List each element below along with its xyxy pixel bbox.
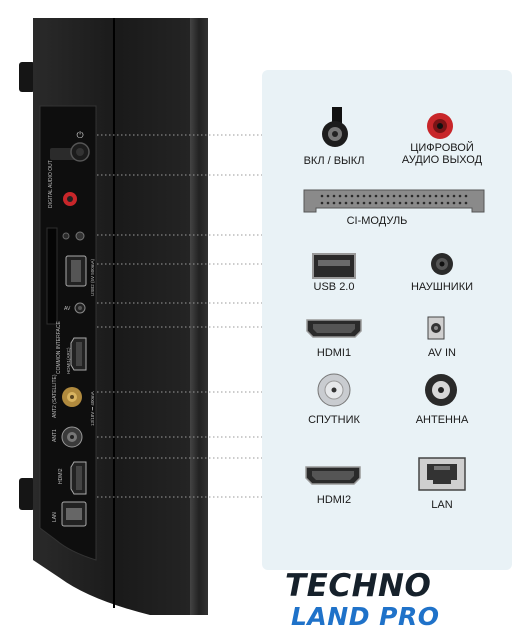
panel-label-hdmi2: HDMI2	[58, 468, 64, 484]
logo-line-1: TECHNO	[285, 568, 432, 604]
label-antenna: АНТЕННА	[415, 414, 469, 426]
logo-line-2: LAND PRO	[291, 602, 440, 631]
label-ci-module: CI-МОДУЛЬ	[346, 215, 408, 227]
panel-label-lan: LAN	[52, 512, 58, 522]
hdmi2-port-icon	[70, 461, 87, 495]
brand-logo: TECHNO LAND PRO	[285, 568, 505, 632]
ci-slot-icon	[46, 227, 58, 325]
hdmi2-connector-icon	[305, 466, 361, 485]
headphone-jack-icon	[62, 231, 85, 241]
satellite-connector-icon	[317, 373, 351, 407]
label-satellite: СПУТНИК	[308, 414, 360, 426]
hdmi1-port-icon	[70, 337, 87, 371]
ci-module-connector-icon	[303, 189, 485, 213]
label-headphones: НАУШНИКИ	[410, 281, 474, 293]
panel-label-ant1: ANT1	[52, 429, 58, 442]
power-button-icon: ⏻	[50, 130, 90, 162]
usb-port-icon	[65, 255, 87, 287]
usb-connector-icon	[312, 253, 356, 279]
label-hdmi2: HDMI2	[316, 494, 352, 506]
headphones-connector-icon	[431, 253, 453, 275]
satellite-port-icon	[62, 387, 82, 407]
label-digital-audio: ЦИФРОВОЙ АУДИО ВЫХОД	[401, 142, 483, 166]
side-clip-top	[19, 62, 35, 92]
panel-label-ant2-spec: 13/18V ⎓ 400mA	[90, 391, 95, 426]
tv-bezel-edge	[190, 18, 208, 615]
lan-connector-icon	[418, 457, 466, 491]
panel-label-common-interface: COMMON INTERFACE	[56, 321, 62, 374]
lan-port-icon	[61, 501, 87, 527]
antenna-connector-icon	[425, 374, 457, 406]
port-panel	[39, 105, 97, 561]
hdmi1-connector-icon	[306, 319, 362, 338]
av-jack-icon	[74, 302, 86, 314]
side-clip-bottom	[19, 478, 35, 510]
svg-text:⏻: ⏻	[76, 130, 83, 141]
panel-label-ant2: ANT2 (SATELLITE)	[52, 374, 58, 418]
power-connector-icon	[322, 107, 348, 147]
label-hdmi1: HDMI1	[316, 347, 352, 359]
legend-connector-icons	[303, 107, 485, 491]
label-lan: LAN	[431, 499, 453, 511]
panel-label-hdmi1: HDMI1(ARC)	[66, 347, 71, 374]
label-av-in: AV IN	[428, 347, 456, 359]
connector-legend-panel	[262, 70, 512, 570]
label-usb: USB 2.0	[313, 281, 355, 293]
panel-label-usb: USB2 (5V 500mA)	[90, 258, 95, 296]
digital-audio-connector-icon	[427, 113, 453, 139]
panel-label-av: AV	[64, 306, 71, 312]
digital-audio-port-icon	[63, 192, 77, 206]
antenna-port-icon	[61, 426, 83, 448]
av-in-connector-icon	[427, 316, 445, 340]
panel-label-digital-audio: DIGITAL AUDIO OUT	[48, 160, 54, 208]
label-power: ВКЛ / ВЫКЛ	[303, 155, 365, 167]
